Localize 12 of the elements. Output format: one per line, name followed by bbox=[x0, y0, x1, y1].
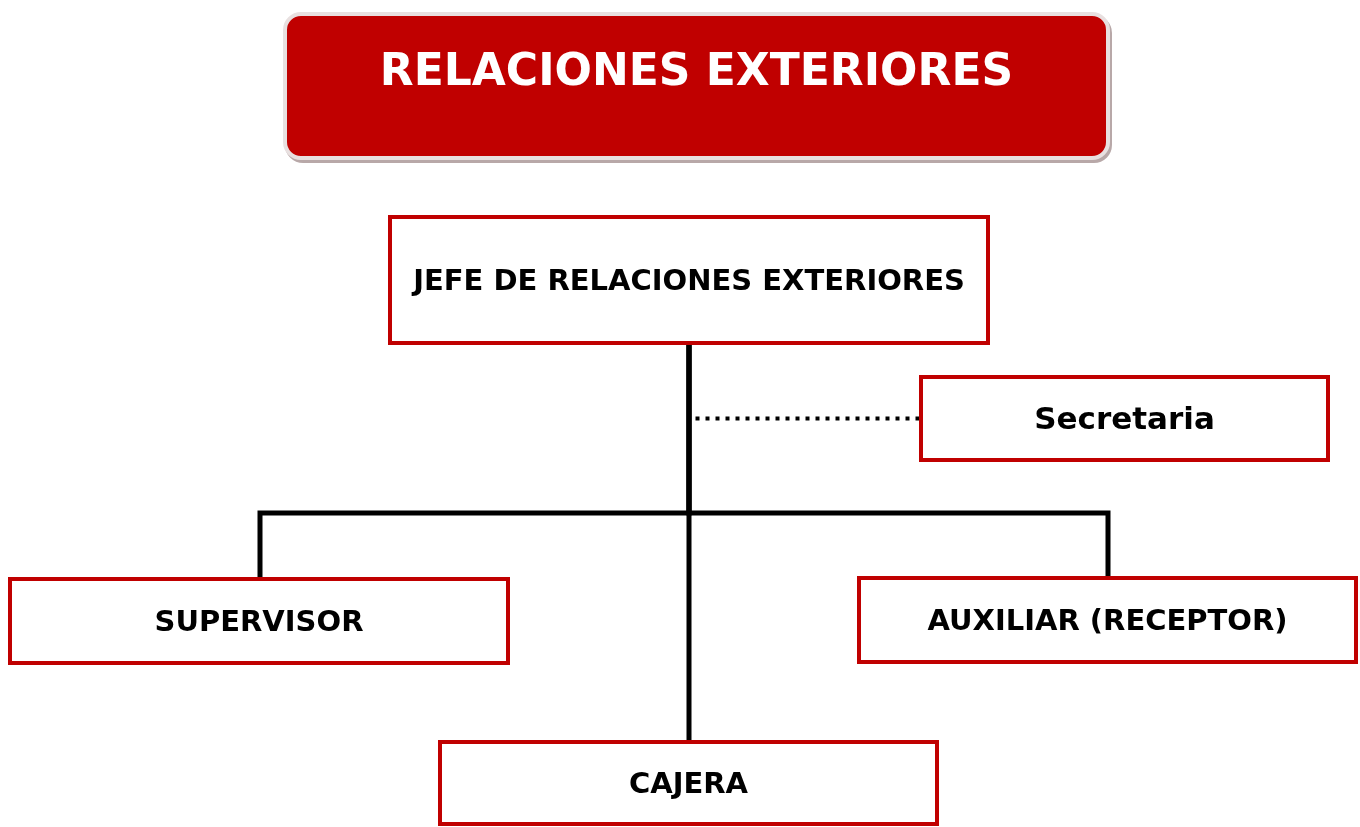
position-box bbox=[438, 740, 939, 826]
title-banner: RELACIONES EXTERIORES bbox=[283, 12, 1110, 160]
position-title: AUXILIAR (RECEPTOR) bbox=[927, 601, 1288, 639]
position-title: JEFE DE RELACIONES EXTERIORES bbox=[413, 261, 965, 299]
position-box bbox=[857, 576, 1358, 664]
position-box bbox=[8, 577, 510, 665]
position-box bbox=[919, 375, 1330, 462]
position-box bbox=[388, 215, 990, 345]
position-title: SUPERVISOR bbox=[154, 602, 364, 640]
position-title: CAJERA bbox=[628, 764, 749, 802]
connector-line bbox=[686, 345, 692, 740]
position-title: Secretaria bbox=[1034, 399, 1215, 439]
